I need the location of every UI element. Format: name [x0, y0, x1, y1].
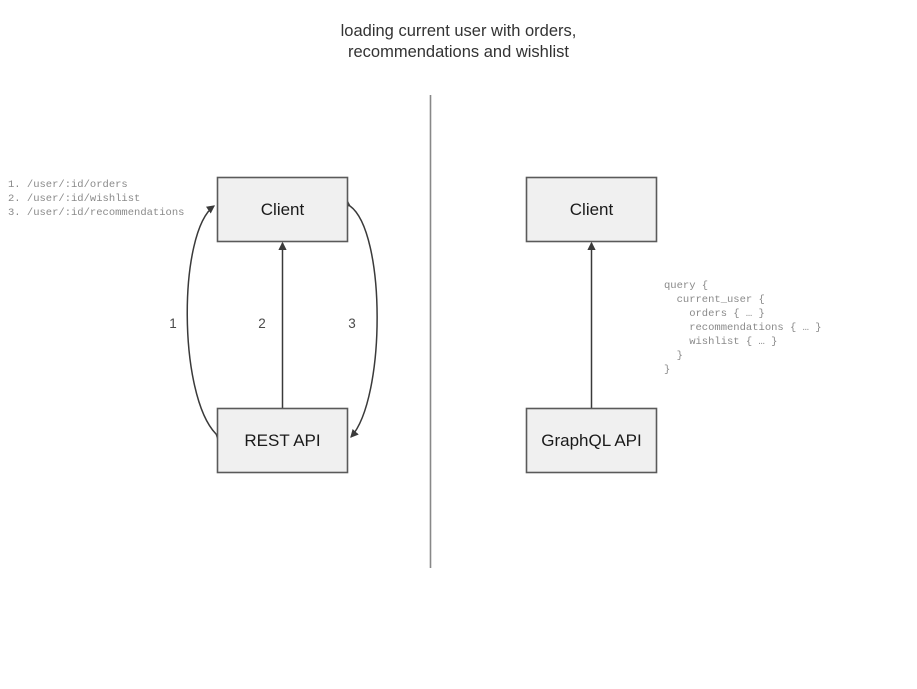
edge-label-3: 3	[348, 316, 356, 331]
edge-3-curve-right	[341, 198, 378, 438]
diagram-title: loading current user with orders, recomm…	[340, 22, 577, 61]
edge-1-curve-left	[186, 205, 224, 442]
graphql-query-block: query { current_user { orders { … } reco…	[664, 280, 822, 376]
rest-endpoint-list: 1. /user/:id/orders 2. /user/:id/wishlis…	[8, 179, 185, 219]
node-graphql-client-box[interactable]	[525, 176, 658, 243]
node-graphql-api-box[interactable]	[525, 407, 658, 474]
node-rest-api-box[interactable]	[216, 407, 349, 474]
edge-label-2: 2	[258, 316, 266, 331]
node-rest-client-box[interactable]	[216, 176, 349, 243]
edge-label-1: 1	[169, 316, 177, 331]
